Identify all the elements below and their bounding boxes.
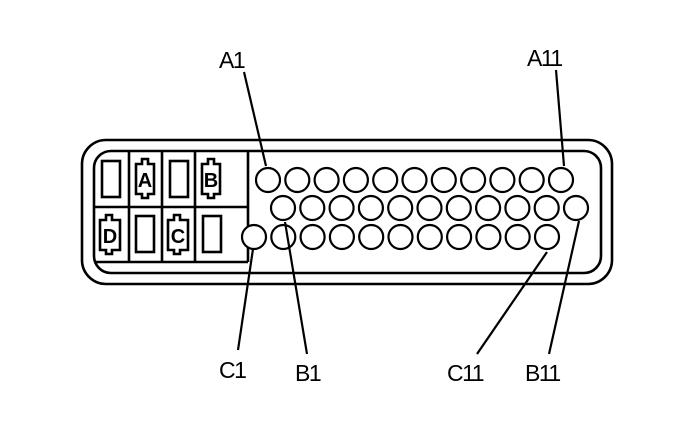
key-slot-c <box>166 213 190 256</box>
leader-c1 <box>236 248 255 351</box>
pin-b4 <box>357 194 384 222</box>
key-slot-a <box>134 157 156 200</box>
pin-c7 <box>416 223 443 251</box>
pin-row-a <box>254 166 575 194</box>
pin-label-c1: C1 <box>219 357 246 383</box>
pin-a2 <box>284 166 311 194</box>
pin-a6 <box>401 166 428 194</box>
key-slot-d <box>98 213 122 256</box>
pin-row-b <box>269 194 590 222</box>
pin-a9 <box>489 166 516 194</box>
key-block: A B D C <box>94 151 250 264</box>
pin-b11 <box>562 194 590 222</box>
pin-a8 <box>460 166 487 194</box>
pin-a5 <box>372 166 399 194</box>
pin-b3 <box>328 194 355 222</box>
pin-b10 <box>533 194 560 222</box>
key-slot-b <box>200 157 222 200</box>
key-slot-top-3 <box>168 159 190 199</box>
key-letter-c: C <box>171 226 185 248</box>
pin-label-c11: C11 <box>447 360 484 386</box>
pin-c10 <box>504 223 531 251</box>
pin-a11 <box>547 166 575 194</box>
pin-label-a1: A1 <box>219 47 245 73</box>
pin-c9 <box>475 223 502 251</box>
pin-a7 <box>430 166 457 194</box>
pin-a3 <box>313 166 340 194</box>
pin-label-a11: A11 <box>527 45 562 71</box>
pin-b1 <box>269 194 297 222</box>
key-letter-a: A <box>138 170 152 192</box>
pin-a1 <box>254 166 282 194</box>
pin-label-b11: B11 <box>525 360 560 386</box>
pin-row-c <box>240 223 561 251</box>
leader-b11 <box>547 220 581 355</box>
pin-b5 <box>387 194 414 222</box>
pin-b8 <box>475 194 502 222</box>
leader-a1 <box>242 71 268 167</box>
leader-c11 <box>476 251 548 355</box>
pin-c3 <box>299 223 326 251</box>
pin-c2 <box>270 223 297 251</box>
connector-housing-outer <box>80 138 614 286</box>
key-slot-top-1 <box>100 159 122 199</box>
key-slot-bottom-2 <box>134 214 156 254</box>
pin-b6 <box>416 194 443 222</box>
pin-c6 <box>387 223 414 251</box>
pin-a10 <box>518 166 545 194</box>
pin-label-b1: B1 <box>295 360 321 386</box>
connector-housing-inner <box>92 149 603 275</box>
pin-c5 <box>358 223 385 251</box>
pin-b7 <box>445 194 472 222</box>
pin-c8 <box>446 223 473 251</box>
leader-b1 <box>283 221 309 355</box>
pin-c11 <box>533 223 561 251</box>
pin-c1 <box>240 223 268 251</box>
leader-a11 <box>554 69 566 167</box>
key-letter-d: D <box>103 226 117 248</box>
key-slot-bottom-4 <box>201 214 223 254</box>
pin-a4 <box>342 166 369 194</box>
key-letter-b: B <box>204 170 218 192</box>
pin-b2 <box>299 194 326 222</box>
pin-c4 <box>328 223 355 251</box>
pin-b9 <box>504 194 531 222</box>
